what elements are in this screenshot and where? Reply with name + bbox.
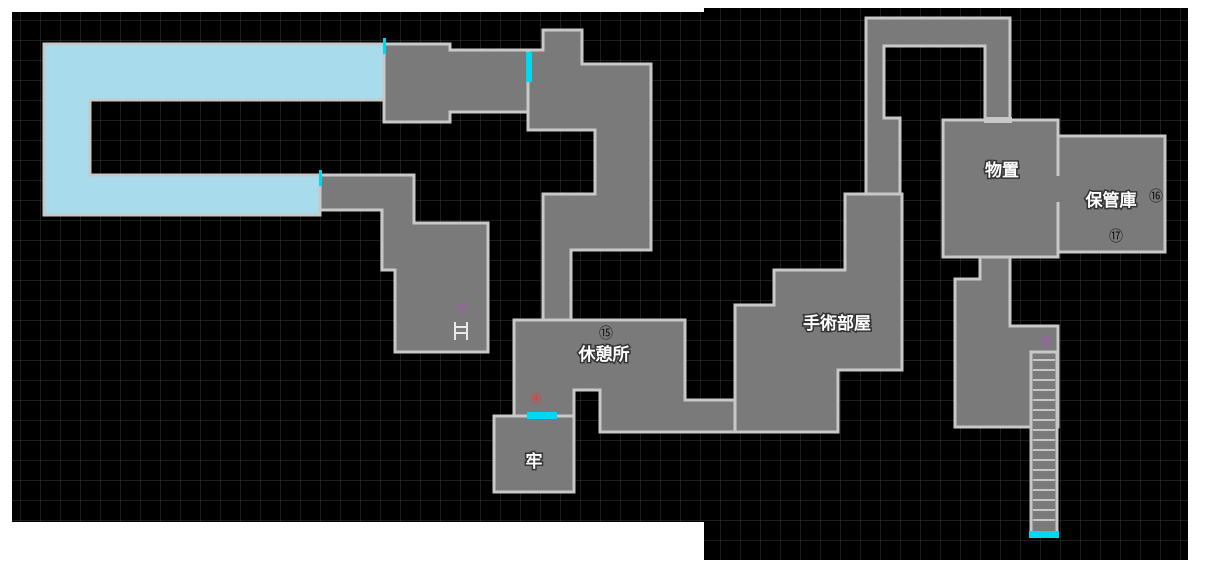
room-operating [733,192,904,434]
door-water-edge-bottom [319,170,322,186]
stair-shaft [1029,350,1059,538]
corridor-loop-upper [864,16,1012,196]
label-operating-room: 手術部屋 [803,313,871,334]
door-water-edge-top [383,38,386,54]
label-rest-area: 休憩所 [578,344,630,365]
door-cell[interactable] [527,412,557,419]
marker-1: ① [456,300,469,316]
label-storeroom: 物置 [985,160,1019,181]
room-storeroom [941,118,1060,259]
room-storage [1056,134,1167,254]
ladder-icon [454,322,468,340]
door-water-passage[interactable] [526,52,532,82]
marker-2: ② [1040,334,1053,350]
door-stairs-bottom[interactable] [1029,531,1059,538]
staircase [1033,359,1055,521]
marker-4: ④ [530,391,543,407]
corridor-room-lower [318,173,490,354]
label-cell: 牢 [526,451,543,472]
door-storage-side[interactable] [1056,176,1060,202]
marker-16: ⑯ [1149,189,1163,205]
door-storeroom-top[interactable] [984,117,1012,123]
winding-corridor [526,28,653,324]
marker-15: ⑮ [599,326,613,342]
water-surface [50,50,378,209]
label-storage: 保管庫 [1085,190,1137,211]
marker-17: ⑰ [1109,229,1123,245]
corridor-room-upper [382,42,532,124]
